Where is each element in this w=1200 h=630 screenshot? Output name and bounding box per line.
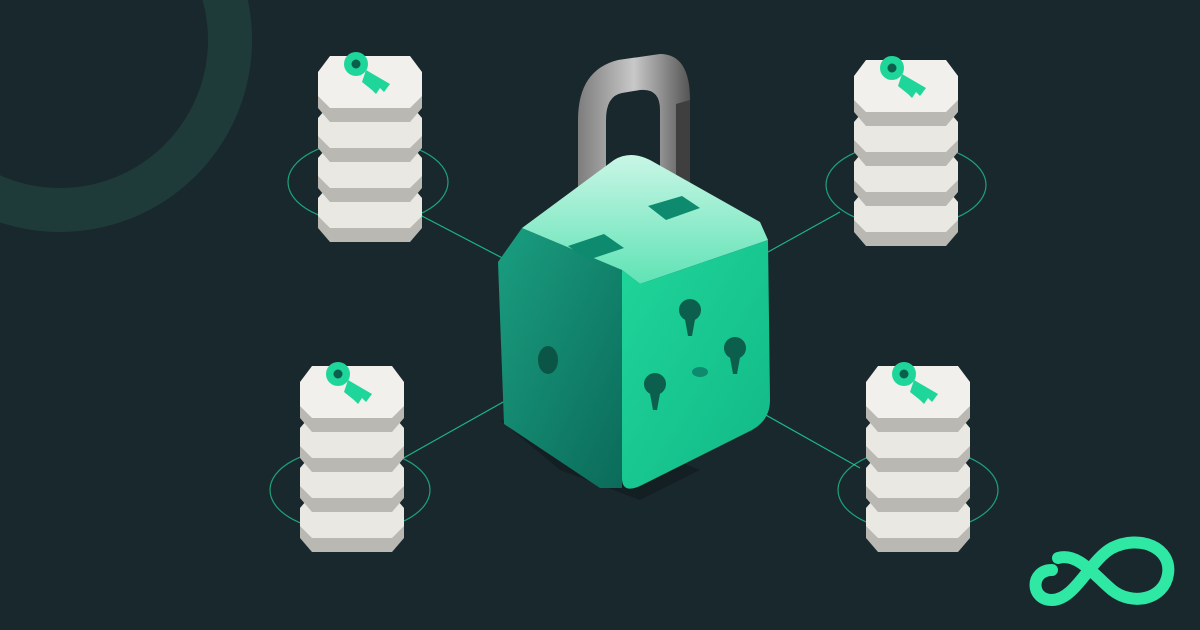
keyholes: [644, 299, 746, 410]
server-top-left: [318, 52, 422, 242]
server-bottom-right: [866, 362, 970, 552]
infinity-logo-icon: [1029, 536, 1175, 607]
padlock-icon: [498, 54, 770, 500]
server-bottom-left: [300, 362, 404, 552]
background-arc: [0, 0, 252, 232]
server-top-right: [854, 56, 958, 246]
